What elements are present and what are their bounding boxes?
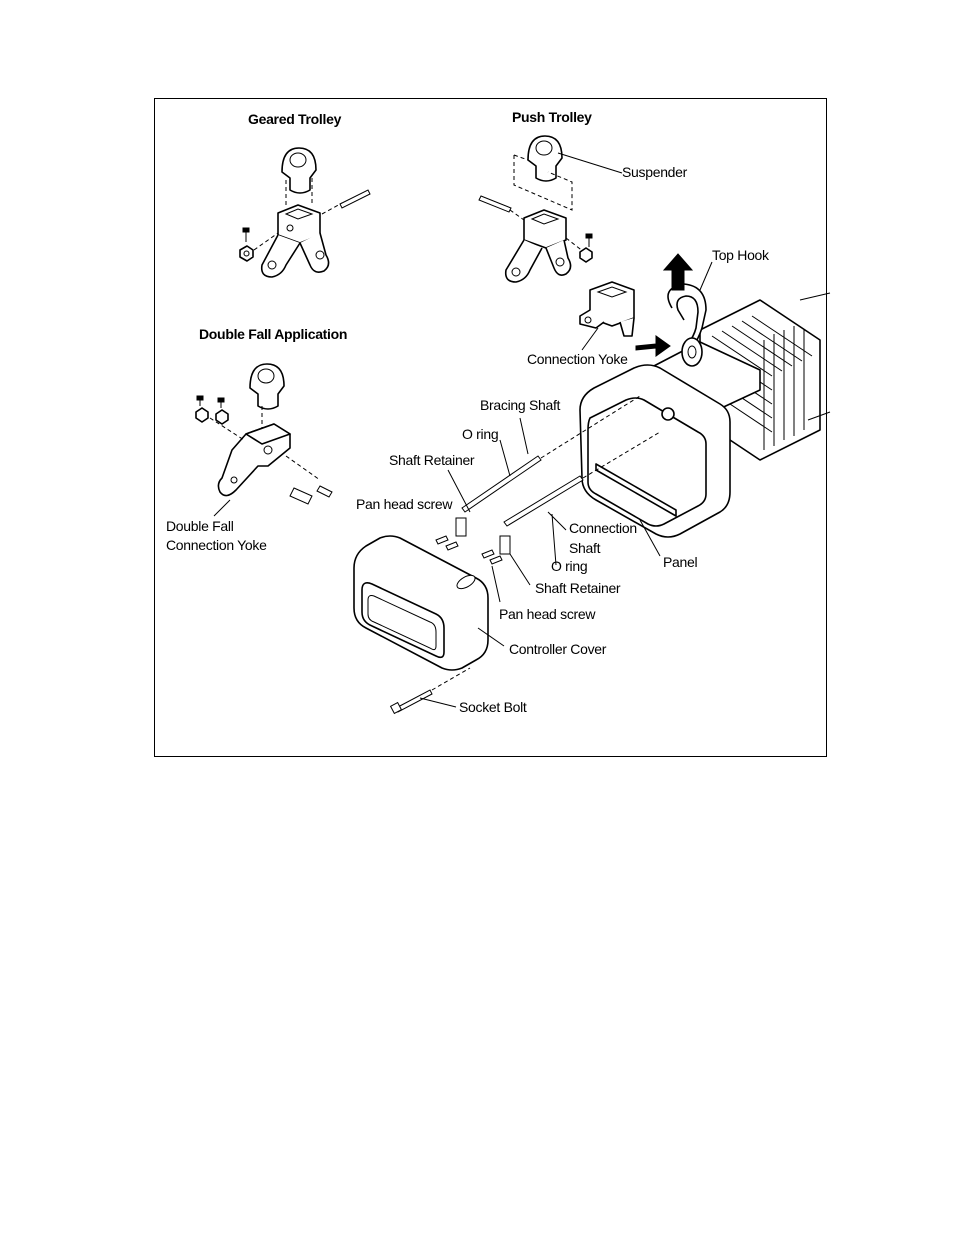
geared-trolley-assembly: [239, 147, 371, 278]
shaft-retainer-lower-label: Shaft Retainer: [535, 580, 621, 596]
suspender-label: Suspender: [622, 164, 688, 180]
socket-bolt: [389, 667, 471, 715]
double-fall-application-title: Double Fall Application: [199, 326, 348, 342]
double-fall-connection-yoke-label-line2: Connection Yoke: [166, 537, 267, 553]
top-hook-label: Top Hook: [712, 247, 769, 263]
connection-shaft-label-line2: Shaft: [569, 540, 601, 556]
pan-head-screw-lower-label: Pan head screw: [499, 606, 596, 622]
hoist-body: [579, 253, 831, 557]
socket-bolt-label: Socket Bolt: [459, 699, 527, 715]
o-ring-lower-label: O ring: [551, 558, 588, 574]
bracing-shaft-label: Bracing Shaft: [480, 397, 561, 413]
push-trolley-assembly: [478, 135, 623, 283]
controller-cover-label: Controller Cover: [509, 641, 607, 657]
double-fall-connection-yoke-label-line1: Double Fall: [166, 518, 234, 534]
connection-shaft-label-line1: Connection: [569, 520, 637, 536]
panel-label: Panel: [663, 554, 698, 570]
controller-cover: [353, 535, 505, 671]
geared-trolley-title: Geared Trolley: [248, 111, 342, 127]
push-trolley-title: Push Trolley: [512, 109, 592, 125]
connection-yoke: [579, 281, 635, 351]
connection-yoke-label: Connection Yoke: [527, 351, 628, 367]
o-ring-upper-label: O ring: [462, 426, 499, 442]
shafts: [435, 395, 661, 603]
shaft-retainer-upper-label: Shaft Retainer: [389, 452, 475, 468]
double-fall-assembly: [195, 363, 333, 517]
pan-head-screw-upper-label: Pan head screw: [356, 496, 453, 512]
